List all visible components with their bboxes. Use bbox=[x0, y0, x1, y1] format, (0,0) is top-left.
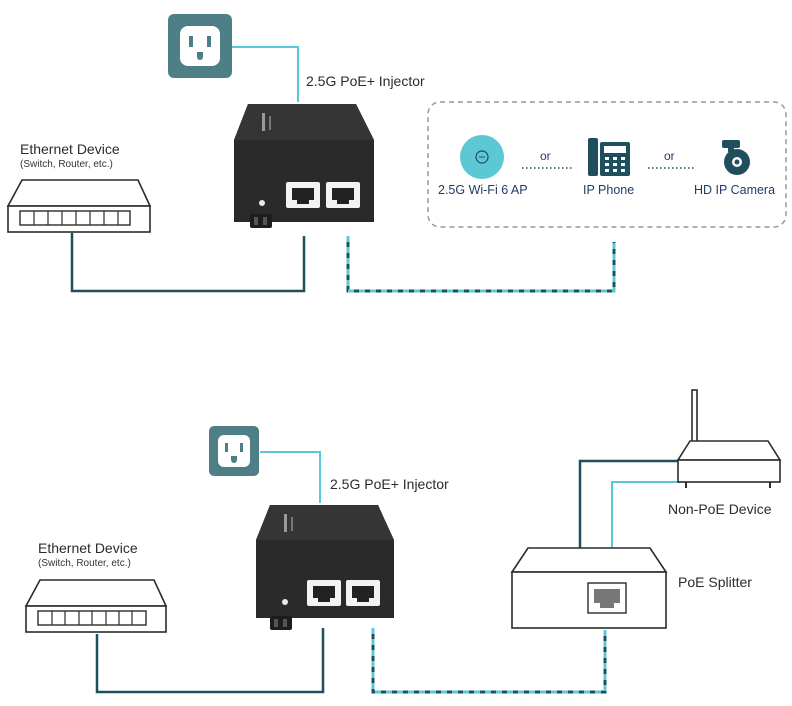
top-poe-cable bbox=[346, 236, 616, 293]
top-data-cable bbox=[70, 233, 306, 293]
top-diagram: 2.5G PoE+ Injector Ethernet Device (Swit… bbox=[6, 14, 787, 293]
bottom-data-cable bbox=[95, 628, 325, 694]
top-poe-devices-box bbox=[427, 101, 787, 228]
bottom-poe-injector bbox=[256, 505, 394, 630]
top-power-outlet bbox=[168, 14, 232, 78]
top-injector-label: 2.5G PoE+ Injector bbox=[306, 73, 425, 89]
bottom-ethernet-label: Ethernet Device bbox=[38, 540, 138, 556]
poe-splitter bbox=[510, 547, 668, 629]
top-device-label-camera: HD IP Camera bbox=[694, 183, 775, 197]
top-or-2: or bbox=[664, 149, 675, 163]
top-ethernet-switch bbox=[6, 179, 152, 233]
top-poe-injector bbox=[234, 104, 374, 228]
top-ethernet-label: Ethernet Device bbox=[20, 141, 120, 157]
bottom-ethernet-switch bbox=[24, 579, 168, 633]
bottom-power-cable bbox=[260, 451, 321, 503]
bottom-ethernet-sub: (Switch, Router, etc.) bbox=[38, 558, 131, 569]
non-poe-router bbox=[676, 389, 782, 488]
bottom-power-outlet bbox=[209, 426, 259, 476]
top-device-label-phone: IP Phone bbox=[583, 183, 634, 197]
bottom-splitter-data-cable bbox=[578, 459, 680, 548]
ip-phone-icon bbox=[588, 138, 630, 176]
top-power-cable bbox=[230, 46, 299, 102]
bottom-splitter-power-cable bbox=[611, 481, 680, 548]
ip-camera-icon bbox=[722, 140, 750, 175]
access-point-icon bbox=[460, 135, 504, 179]
bottom-splitter-label: PoE Splitter bbox=[678, 574, 752, 590]
top-ethernet-sub: (Switch, Router, etc.) bbox=[20, 159, 113, 170]
bottom-nonpoe-label: Non-PoE Device bbox=[668, 501, 772, 517]
bottom-diagram: 2.5G PoE+ Injector Ethernet Device (Swit… bbox=[24, 389, 782, 694]
bottom-poe-cable bbox=[371, 628, 607, 694]
top-or-1: or bbox=[540, 149, 551, 163]
bottom-injector-label: 2.5G PoE+ Injector bbox=[330, 476, 449, 492]
top-device-label-ap: 2.5G Wi-Fi 6 AP bbox=[438, 183, 528, 197]
